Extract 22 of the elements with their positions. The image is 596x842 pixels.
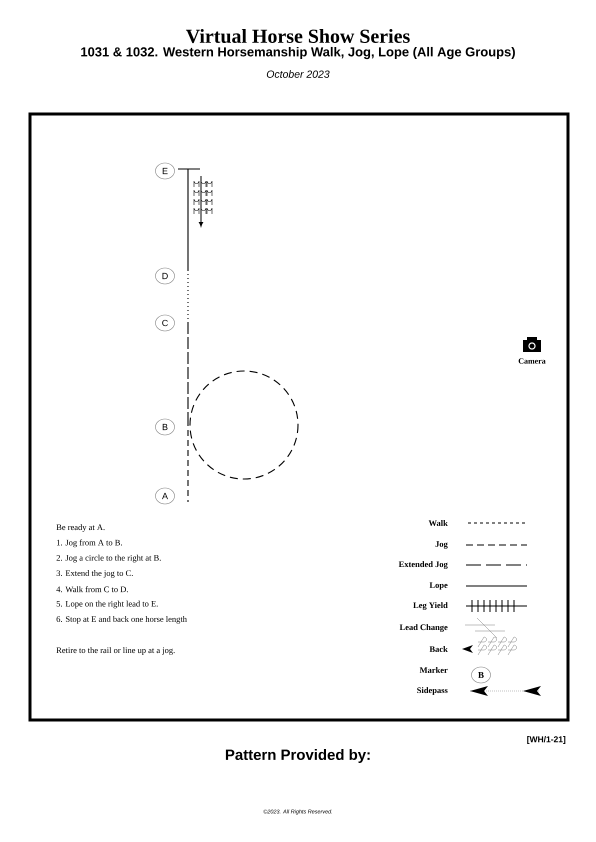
legend-label: Back (430, 646, 448, 652)
instruction-text: 5. Lope on the right lead to E. (56, 600, 158, 608)
legend-label: Jog (435, 541, 448, 549)
pattern-code: [WH/1-21] (527, 736, 566, 744)
instruction-text: 6. Stop at E and back one horse length (56, 616, 187, 624)
title: Virtual Horse Show Series (186, 28, 410, 44)
sub-title: 1031 & 1032. Western Horsemanship Walk, Jog, Lope (All Age Groups) (81, 46, 515, 60)
legend-label: Lead Change (400, 624, 448, 632)
legend-label: Extended Jog (398, 561, 448, 569)
instruction-text: 4. Walk from C to D. (56, 586, 128, 592)
instruction-text: Retire to the rail or line up at a jog. (56, 647, 175, 655)
instruction-text: Be ready at A. (56, 524, 105, 532)
instruction-text: 1. Jog from A to B. (56, 539, 122, 548)
legend-label: Lope (430, 582, 448, 590)
instruction-text: 3. Extend the jog to C. (56, 570, 133, 578)
date: October 2023 (266, 70, 330, 78)
provider-heading: Pattern Provided by: (226, 749, 370, 763)
legend-label: Walk (428, 520, 448, 526)
legend-label: Marker (420, 667, 448, 673)
instruction-text: 2. Jog a circle to the right at B. (56, 554, 161, 562)
legend-label: Sidepass (417, 687, 448, 695)
legend-label: Leg Yield (413, 602, 448, 610)
